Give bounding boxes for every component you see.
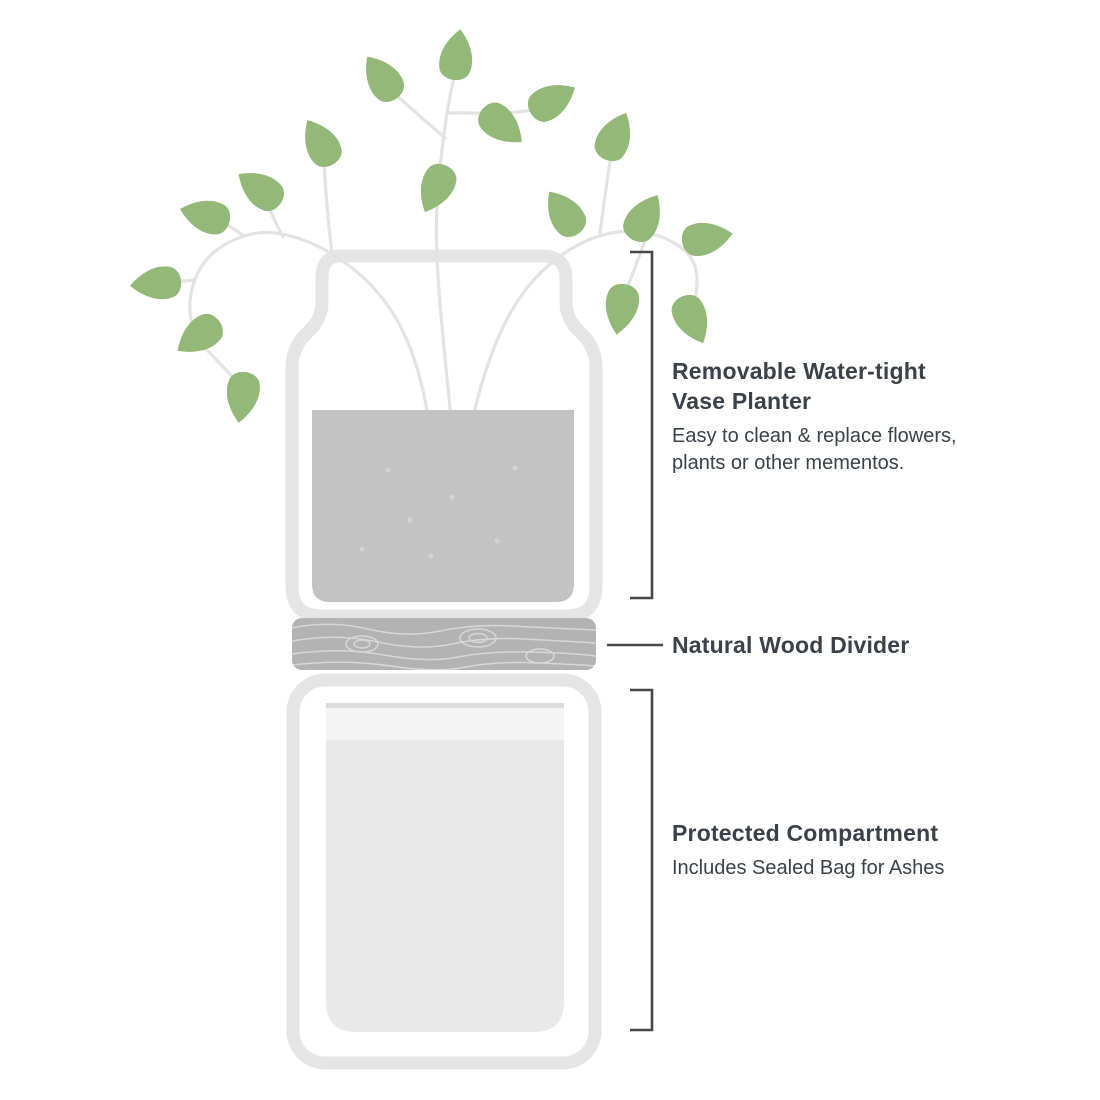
grain-line bbox=[292, 623, 596, 635]
leaf bbox=[472, 96, 533, 155]
twig bbox=[598, 148, 614, 235]
title-line: Removable Water-tight bbox=[672, 358, 926, 384]
grain-knot bbox=[525, 648, 555, 664]
leaf bbox=[535, 182, 592, 243]
leaf bbox=[436, 26, 477, 83]
annotation-vase-planter: Removable Water-tight Vase Planter Easy … bbox=[672, 356, 957, 477]
sealed-bag-top-edge bbox=[326, 703, 564, 708]
bracket-protected-compartment bbox=[630, 688, 654, 1032]
leaf bbox=[666, 289, 718, 351]
grain-knot bbox=[459, 628, 497, 648]
leaf bbox=[128, 264, 183, 303]
title-line: Vase Planter bbox=[672, 388, 812, 414]
wood-grain-texture bbox=[292, 623, 596, 670]
annotation-protected-compartment: Protected Compartment Includes Sealed Ba… bbox=[672, 818, 944, 882]
speckle bbox=[449, 494, 455, 500]
annotation-wood-divider: Natural Wood Divider bbox=[672, 631, 909, 659]
leaf bbox=[679, 217, 736, 259]
desc-line: plants or other mementos. bbox=[672, 452, 905, 474]
speckle bbox=[359, 546, 365, 552]
leaf bbox=[168, 308, 229, 365]
grain-line bbox=[292, 636, 596, 648]
stem-right bbox=[468, 229, 699, 432]
leaf bbox=[600, 281, 642, 338]
speckle bbox=[428, 553, 434, 559]
leaf bbox=[522, 73, 584, 128]
bracket-vase-planter bbox=[630, 250, 654, 600]
leaf bbox=[175, 193, 234, 239]
speckle bbox=[494, 538, 500, 544]
callout-lines bbox=[607, 250, 663, 1032]
annotation-protected-compartment-desc: Includes Sealed Bag for Ashes bbox=[672, 857, 945, 879]
annotation-vase-planter-title: Removable Water-tight Vase Planter bbox=[672, 356, 957, 416]
leaf bbox=[229, 160, 290, 217]
twig bbox=[322, 156, 334, 256]
annotation-wood-divider-title: Natural Wood Divider bbox=[672, 632, 910, 658]
soil-speckles bbox=[359, 465, 518, 559]
soil-fill bbox=[312, 410, 574, 602]
desc-line: Easy to clean & replace flowers, bbox=[672, 425, 957, 447]
grain-knot bbox=[353, 639, 371, 649]
sealed-bag-fold-band bbox=[326, 708, 564, 740]
planter-soil bbox=[312, 410, 574, 602]
annotation-vase-planter-desc: Easy to clean & replace flowers, plants … bbox=[672, 423, 957, 477]
leaf bbox=[589, 105, 641, 167]
grain-line bbox=[292, 661, 596, 670]
grain-knot bbox=[345, 635, 379, 653]
speckle bbox=[385, 467, 391, 473]
wood-divider-band bbox=[292, 618, 596, 670]
wood-divider bbox=[292, 618, 596, 670]
annotation-protected-compartment-title: Protected Compartment bbox=[672, 820, 939, 846]
speckle bbox=[512, 465, 518, 471]
protected-compartment-section bbox=[286, 673, 602, 1070]
leaf bbox=[222, 369, 263, 426]
speckle bbox=[407, 517, 413, 523]
grain-knot bbox=[468, 632, 488, 644]
sealed-bag-fill bbox=[326, 703, 564, 1032]
leaf bbox=[293, 111, 348, 173]
